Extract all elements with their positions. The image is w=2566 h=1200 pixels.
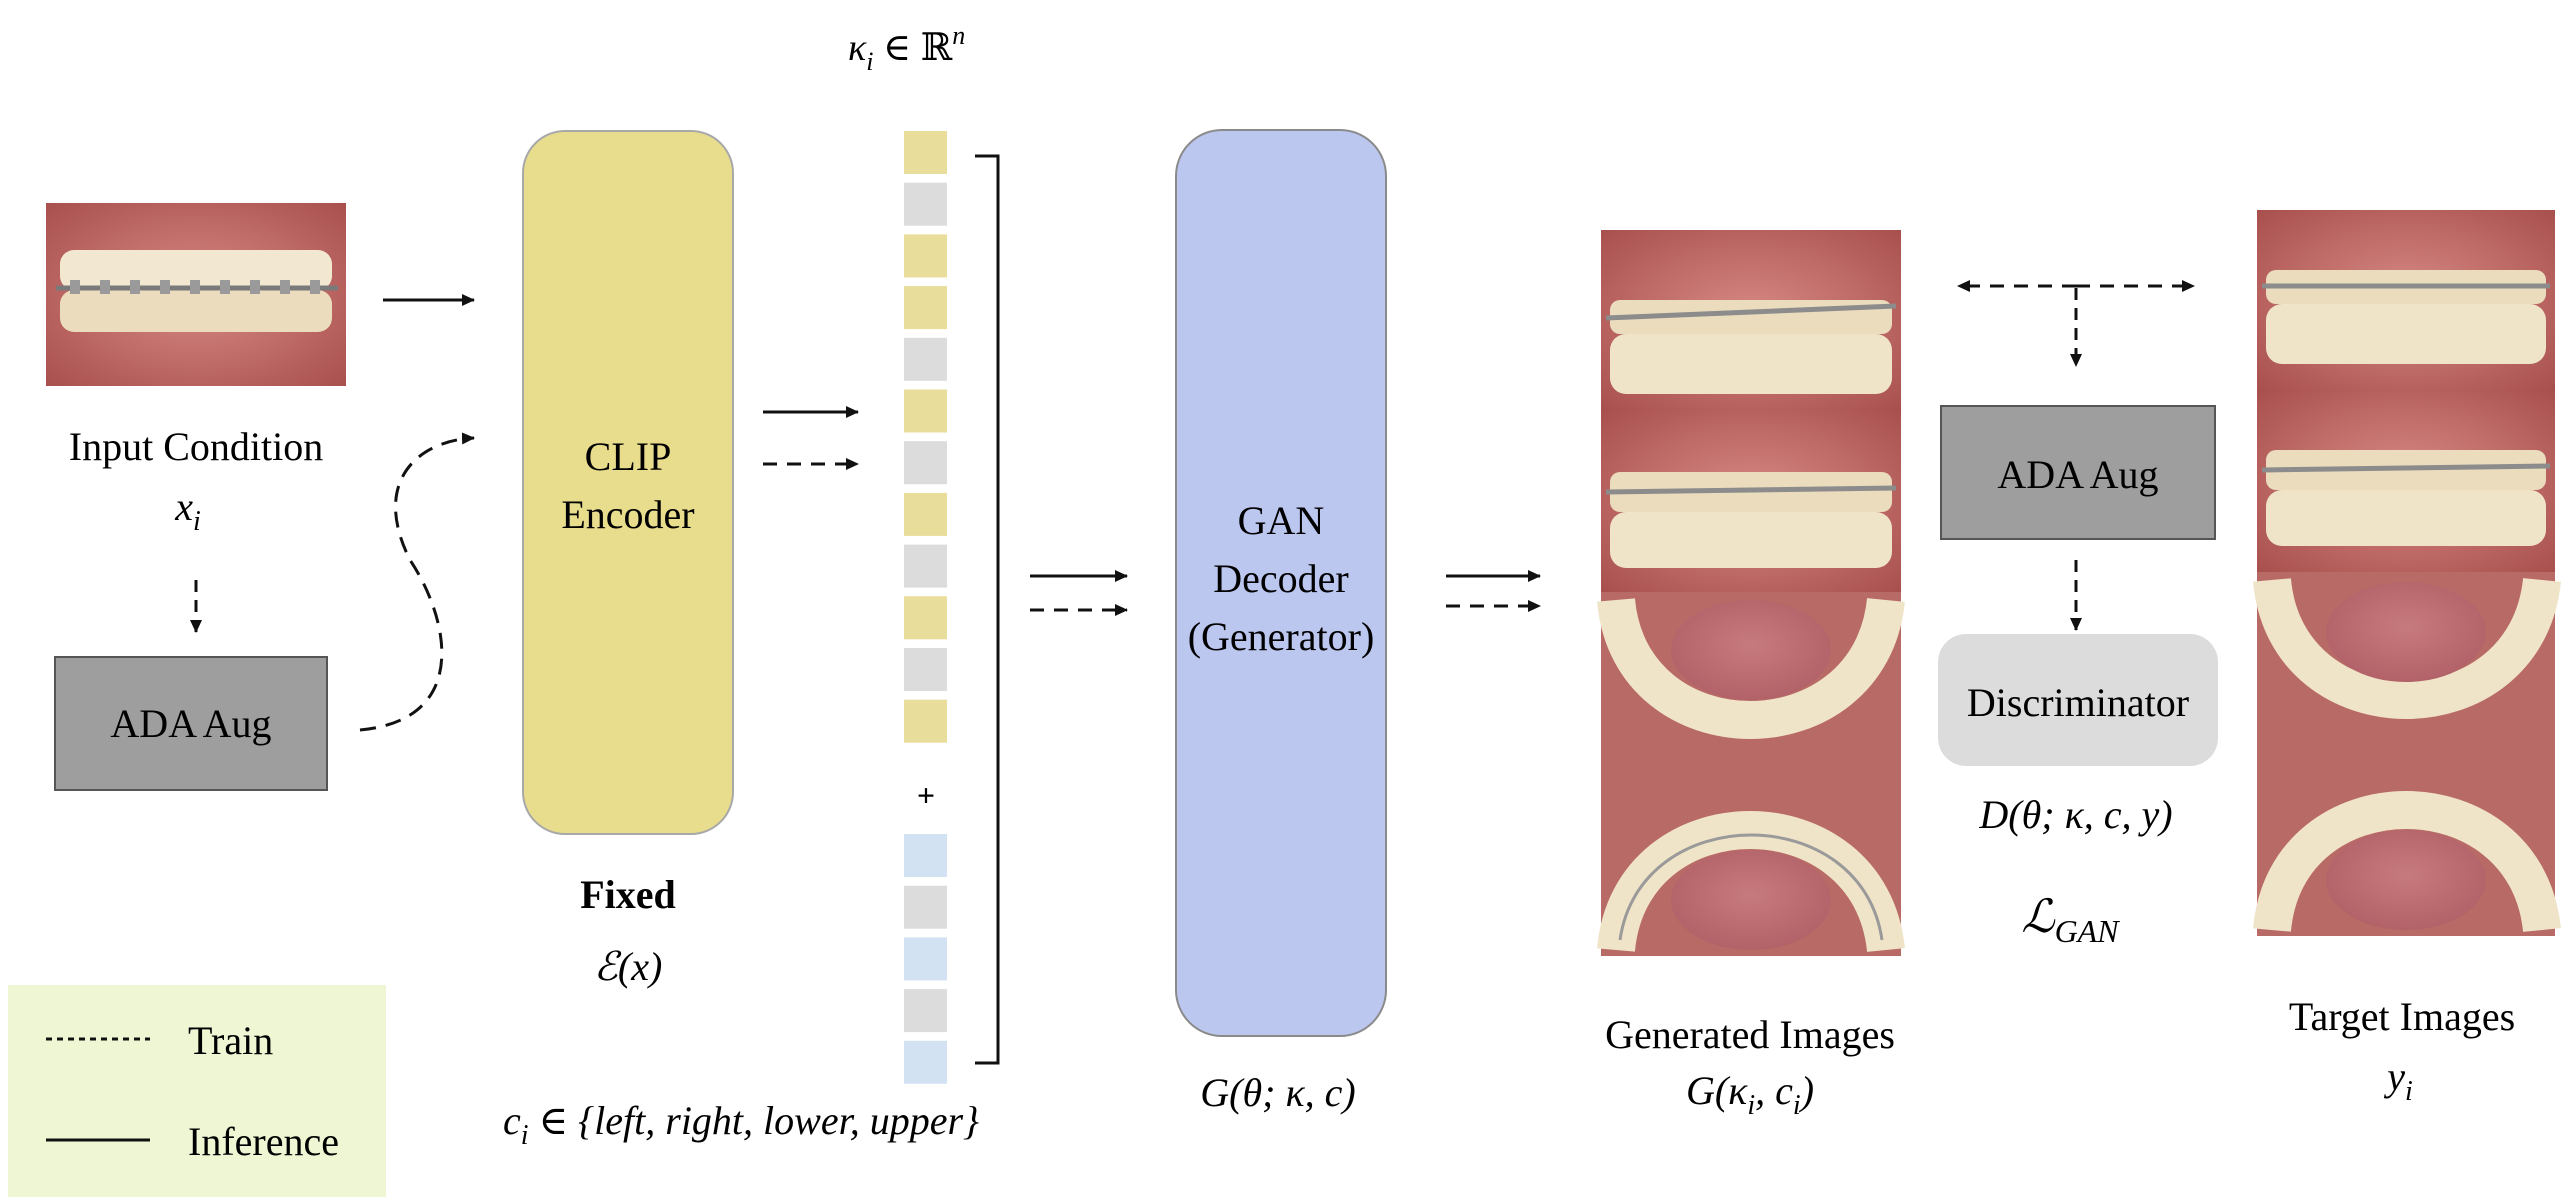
condition-formula: ci ∈ {left, right, lower, upper} — [503, 1098, 979, 1151]
input-condition-title: Input Condition — [69, 424, 323, 469]
plus-sign: + — [917, 777, 935, 813]
embedding-cell-1 — [904, 131, 947, 174]
embedding-bracket — [975, 154, 1000, 1065]
generated-images-formula: G(κi, ci) — [1686, 1068, 1814, 1121]
legend-inference-label: Inference — [188, 1119, 339, 1164]
clip-encoder-block — [522, 130, 734, 835]
embedding-cell-4 — [904, 286, 947, 330]
target-image-upper — [2253, 754, 2561, 936]
embedding-cell-11 — [904, 648, 947, 691]
ada-aug-right-box — [1940, 405, 2216, 540]
embedding-cell-6 — [904, 389, 947, 433]
embedding-cell-10 — [904, 596, 947, 640]
generated-image-right — [1601, 410, 1901, 592]
gan-decoder-block — [1175, 129, 1387, 1037]
gan-label-line1: GAN — [1238, 498, 1325, 543]
condition-cell-2 — [904, 885, 947, 929]
generated-image-left — [1601, 230, 1901, 410]
discriminator-label: Discriminator — [1967, 680, 2189, 725]
clip-fixed-label: Fixed — [580, 872, 676, 917]
ada-aug-left-box — [54, 656, 328, 791]
embedding-cell-9 — [904, 544, 947, 588]
ada-aug-right-label: ADA Aug — [1997, 452, 2158, 497]
embedding-cell-8 — [904, 492, 947, 536]
clip-encoder-label-line2: Encoder — [561, 492, 694, 537]
generated-image-upper — [1597, 774, 1905, 956]
embedding-cell-12 — [904, 699, 947, 743]
generated-image-lower — [1597, 592, 1905, 774]
target-image-left — [2257, 210, 2555, 390]
target-image-right — [2257, 390, 2555, 572]
target-images — [2253, 210, 2561, 936]
gan-label-line3: (Generator) — [1188, 614, 1375, 659]
clip-formula: ℰ(x) — [594, 944, 663, 989]
condition-vector — [904, 834, 947, 1084]
condition-cell-4 — [904, 989, 947, 1033]
embedding-dimension-label: κi ∈ ℝn — [848, 21, 965, 76]
input-condition-image — [46, 203, 346, 386]
gan-formula: G(θ; κ, c) — [1200, 1070, 1355, 1115]
embedding-cell-2 — [904, 182, 947, 226]
condition-cell-3 — [904, 937, 947, 981]
ada-aug-left-label: ADA Aug — [110, 701, 271, 746]
gan-loss-label: ℒGAN — [2021, 891, 2120, 949]
generated-images — [1597, 230, 1905, 956]
legend: Train Inference — [8, 985, 386, 1197]
embedding-vector — [904, 131, 947, 743]
input-condition-symbol: xi — [174, 484, 201, 537]
condition-cell-1 — [904, 834, 947, 877]
discriminator-formula: D(θ; κ, c, y) — [1978, 792, 2172, 837]
embedding-cell-7 — [904, 441, 947, 485]
embedding-cell-3 — [904, 234, 947, 278]
arrow-ada-to-encoder — [359, 432, 475, 732]
gan-label-line2: Decoder — [1213, 556, 1348, 601]
discriminator-box — [1938, 634, 2218, 766]
clip-encoder-label-line1: CLIP — [585, 434, 672, 479]
target-images-symbol: yi — [2383, 1054, 2413, 1107]
legend-train-label: Train — [188, 1018, 273, 1063]
generated-images-title: Generated Images — [1605, 1012, 1895, 1057]
target-image-lower — [2253, 572, 2561, 754]
condition-cell-5 — [904, 1040, 947, 1084]
embedding-cell-5 — [904, 337, 947, 381]
target-images-title: Target Images — [2289, 994, 2515, 1039]
